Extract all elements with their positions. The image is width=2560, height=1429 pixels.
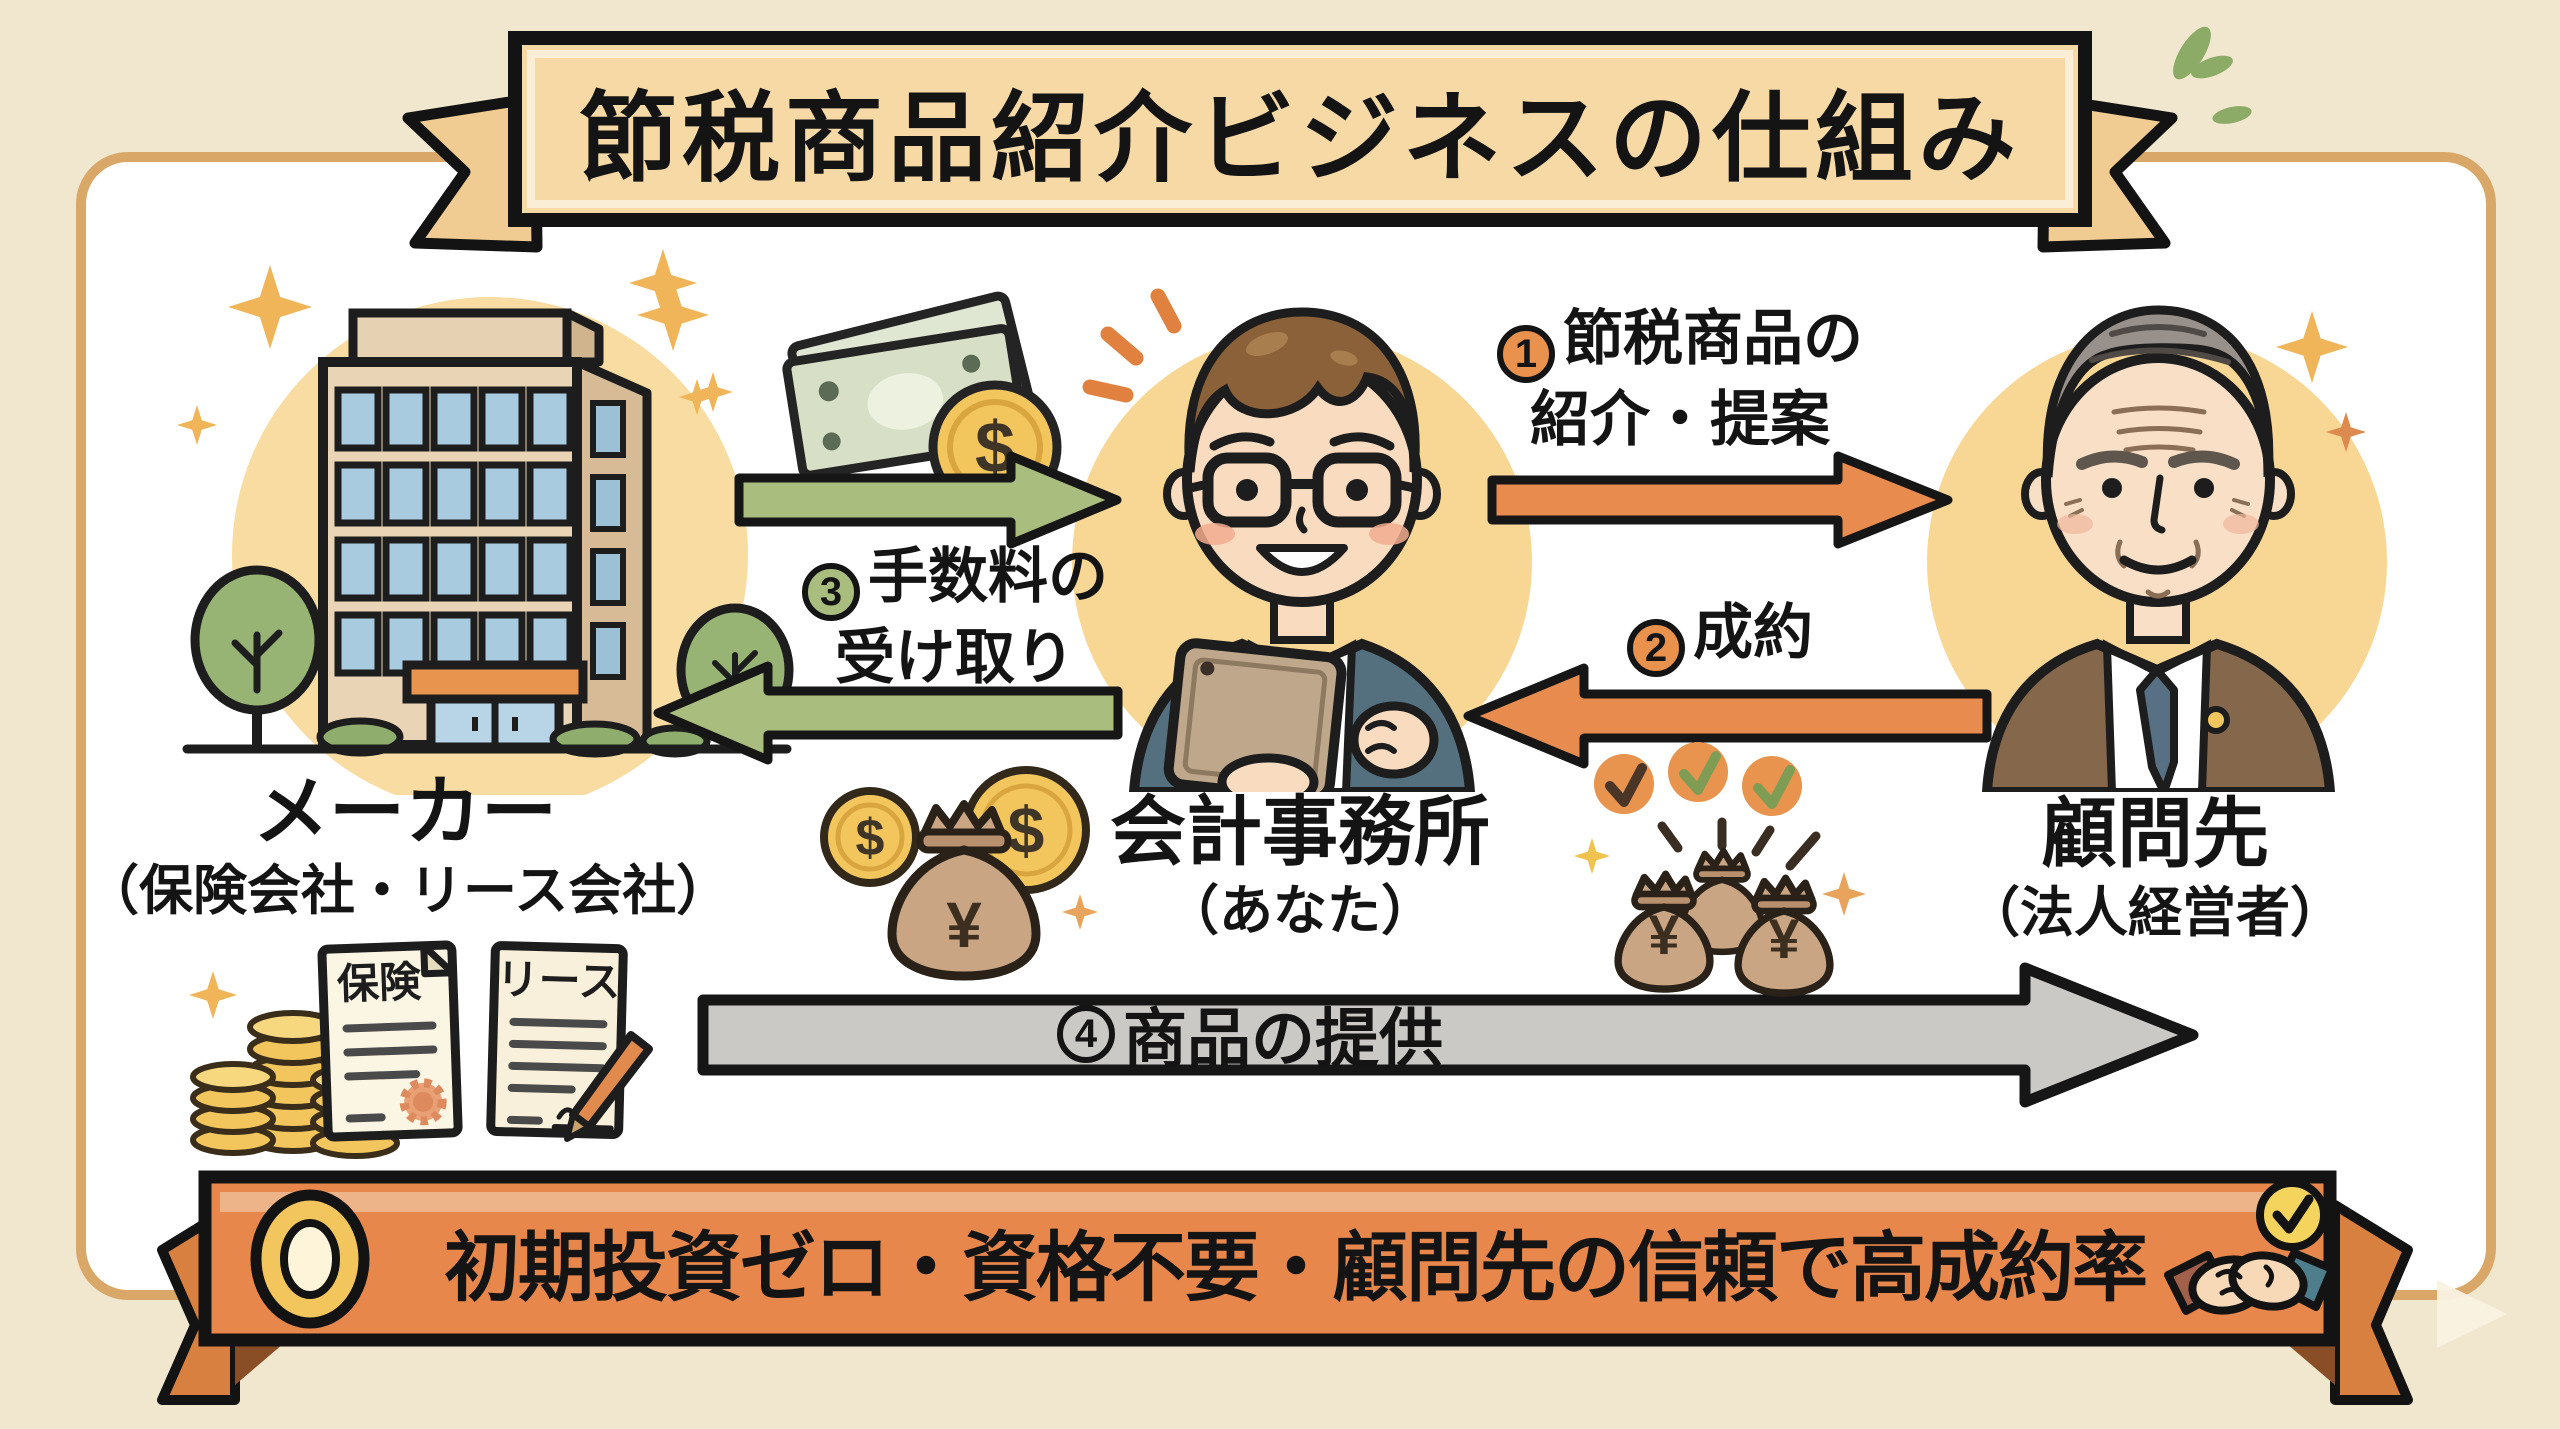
dollar-sign: $ (856, 809, 885, 867)
handshake-icon (2164, 1179, 2336, 1315)
benefits-banner-text: 初期投資ゼロ・資格不要・顧問先の信頼で高成約率 (444, 1226, 2148, 1311)
yen-sign: ¥ (1648, 903, 1679, 966)
ribbon-right-tail (2330, 1200, 2413, 1405)
corner-arrow-decoration-icon (2437, 1280, 2507, 1348)
bottom-ribbon (157, 1170, 2413, 1405)
maker-name: メーカー (253, 770, 557, 855)
dollar-sign: $ (1008, 793, 1045, 867)
orange-arrow-left (1463, 663, 1992, 769)
building-awning (402, 660, 588, 704)
accountant-fist (1349, 701, 1439, 779)
maker-sparkle-icons (177, 249, 715, 445)
gray-arrow-right (697, 962, 2199, 1108)
building-side-windows (590, 400, 626, 680)
yen-money-bag-icon: ¥ (887, 800, 1041, 981)
forehead-wrinkles (2111, 405, 2207, 453)
contract-success-icon: ¥ ¥ (1574, 742, 1866, 997)
client-sparkle-icons (2276, 311, 2366, 452)
products-illustration: 保険 リース (189, 940, 653, 1159)
fee-money-icon: $ $ ¥ (820, 766, 1098, 981)
maker-building-illustration (177, 249, 794, 795)
sparkle-icons (637, 279, 733, 412)
lease-doc-title: リース (496, 955, 621, 1005)
client-illustration (1927, 305, 2387, 792)
accountant-label: 会計事務所 （あなた） (1060, 790, 1540, 942)
zero-coin-icon (250, 1189, 370, 1329)
yen-sign: ¥ (1768, 907, 1799, 970)
accountant-illustration (1072, 288, 1532, 792)
yen-money-bags-icon: ¥ ¥ (1614, 847, 1834, 997)
client-tie (2136, 666, 2178, 792)
leaf-decoration-icon (2173, 26, 2252, 124)
ribbon-right-fold (2280, 1338, 2335, 1385)
ribbon-band (508, 31, 2092, 227)
pen-icon (564, 1031, 653, 1142)
accountant-smile (1256, 544, 1348, 576)
accountant-hair (1184, 307, 1420, 473)
insurance-doc-title: 保険 (336, 958, 423, 1008)
maker-sub: （保険会社・リース会社） (85, 861, 731, 922)
step-4-badge: 4 (1057, 1005, 1115, 1063)
title-ribbon (402, 31, 2178, 253)
checkmark-icons (1594, 742, 1802, 816)
radiating-dashes (1657, 817, 1821, 871)
orange-arrow-right (1487, 451, 1953, 549)
step-3-badge: 3 (802, 563, 860, 622)
step-3-line-2: 受け取り (835, 624, 1075, 692)
office-building-icon (318, 308, 652, 752)
client-sub: （法人経営者） (1966, 883, 2344, 944)
accountant-name: 会計事務所 (1110, 790, 1490, 875)
client-label: 顧問先 （法人経営者） (1925, 792, 2385, 944)
step-1-badge: 1 (1497, 325, 1555, 384)
step-2-badge: 2 (1627, 619, 1685, 678)
green-arrow-left (653, 661, 1123, 765)
glasses-icon (1185, 452, 1420, 528)
client-name: 顧問先 (2041, 792, 2269, 877)
building-windows (334, 386, 574, 677)
ribbon-inner-highlight (527, 50, 2073, 208)
page-title: 節税商品紹介ビジネスの仕組み (578, 83, 2021, 193)
ribbon-left-fold (235, 1338, 290, 1385)
lapel-pin-icon (2202, 706, 2230, 734)
accountant-sub: （あなた） (1165, 881, 1435, 942)
insurance-document-icon: 保険 (317, 940, 463, 1142)
yen-sign: ¥ (946, 889, 982, 961)
accent-marks-icon (1082, 288, 1182, 403)
accountant-hand (1217, 753, 1319, 792)
client-smile (2119, 555, 2197, 575)
green-arrow-right (734, 451, 1122, 549)
step-1-line-2: 紹介・提案 (1530, 386, 1830, 454)
maker-label: メーカー （保険会社・リース会社） (85, 770, 731, 922)
